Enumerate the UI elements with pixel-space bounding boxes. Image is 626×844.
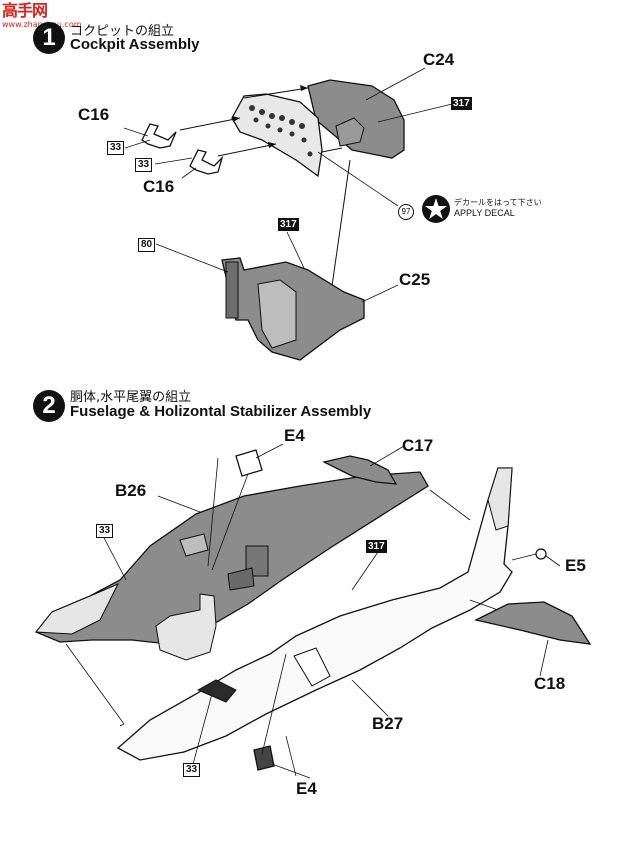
- part-c24-label: C24: [423, 50, 455, 69]
- paint-33-c16-1: 33: [107, 141, 125, 155]
- part-e5-label: E5: [565, 556, 586, 575]
- part-e5-shape: [535, 548, 547, 560]
- paint-317-c25: 317: [278, 218, 299, 231]
- paint-317-fuselage: 317: [366, 540, 387, 553]
- part-c25-label: C25: [399, 270, 431, 289]
- part-c17-shape: [322, 455, 398, 485]
- part-b27-label: B27: [372, 714, 404, 733]
- watermark-logo: 高手网: [2, 1, 48, 20]
- decal-instruction-jp: デカールをはって下さい: [454, 198, 542, 207]
- part-c17-label: C17: [402, 436, 434, 455]
- part-e4-lower-shape: [253, 745, 275, 771]
- part-c16-lower-shape: [189, 149, 224, 175]
- part-e4-label-2: E4: [296, 779, 317, 798]
- decal-instruction-en: APPLY DECAL: [454, 208, 515, 218]
- step1-title-jp: コクピットの組立: [70, 24, 175, 39]
- step2-number: 2: [33, 390, 65, 422]
- paint-33-b26: 33: [96, 524, 114, 538]
- part-c18-shape: [474, 601, 592, 645]
- decal-number: 97: [398, 204, 414, 220]
- part-e4-upper-shape: [235, 449, 263, 477]
- part-c16-label-2: C16: [143, 177, 175, 196]
- step1-title-en: Cockpit Assembly: [70, 36, 200, 53]
- paint-33-c16-2: 33: [135, 158, 153, 172]
- step2-title-jp: 胴体,水平尾翼の組立: [70, 390, 192, 405]
- step1-number: 1: [33, 22, 65, 54]
- paint-33-b27: 33: [183, 763, 201, 777]
- part-b26-shape: [34, 471, 429, 647]
- step2-title-en: Fuselage & Holizontal Stabilizer Assembl…: [70, 403, 372, 420]
- decal-star-icon: [422, 195, 450, 223]
- paint-80-c25: 80: [138, 238, 156, 252]
- part-e4-label-1: E4: [284, 426, 305, 445]
- part-c18-label: C18: [534, 674, 566, 693]
- part-b26-label: B26: [115, 481, 147, 500]
- instrument-panel-shape: [231, 93, 323, 178]
- part-c16-label-1: C16: [78, 105, 110, 124]
- part-c16-upper-shape: [141, 123, 177, 149]
- paint-317-c24: 317: [451, 97, 472, 110]
- part-c24-shape: [307, 79, 405, 159]
